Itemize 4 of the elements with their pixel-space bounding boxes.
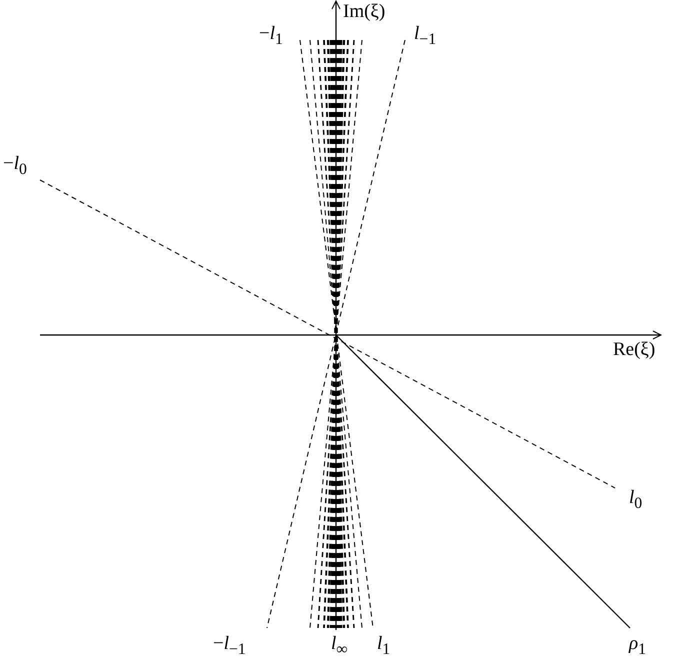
line-label: l$_{1}$ [376, 634, 392, 657]
axis-label: Re(ξ) [612, 340, 656, 360]
axis-label: Im(ξ) [342, 2, 386, 22]
line-label: −l$_{−1}$ [212, 634, 247, 657]
